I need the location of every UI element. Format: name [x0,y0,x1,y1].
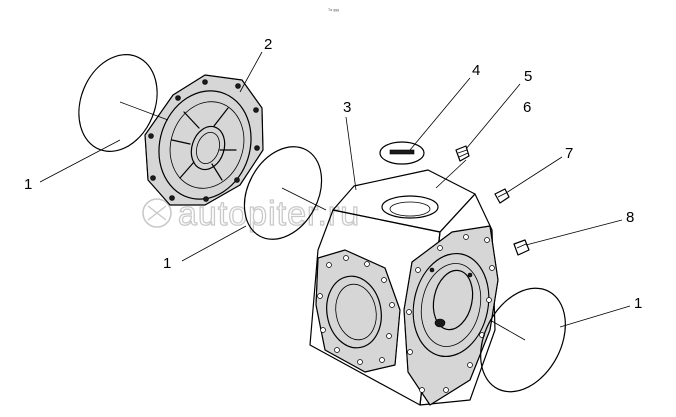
o-ring-middle [243,146,323,240]
callout-7: 7 [565,145,573,162]
callout-2: 2 [264,36,272,53]
drain-plug-upper [494,188,510,204]
callout-1-right: 1 [634,295,642,312]
watermark-logo-icon [142,198,172,228]
o-ring-left [78,54,158,152]
callout-4: 4 [472,62,480,79]
callout-8: 8 [626,209,634,226]
cover-flange [144,74,264,206]
callout-5: 5 [524,68,532,85]
corner-code: ᵀᵃ ᵍᵍᵍ [328,8,339,14]
top-cap-plate [379,141,425,165]
callout-1-middle: 1 [163,255,171,272]
o-ring-right [480,287,566,393]
leader-lines [39,51,631,341]
breather-plug [455,145,470,162]
callout-3: 3 [343,99,351,116]
drain-plug-lower [513,239,530,256]
callout-labels: 1 2 3 4 5 6 7 8 1 1 [24,36,642,312]
callout-1-left: 1 [24,176,32,193]
housing-body [309,169,499,406]
callout-6: 6 [523,99,531,116]
